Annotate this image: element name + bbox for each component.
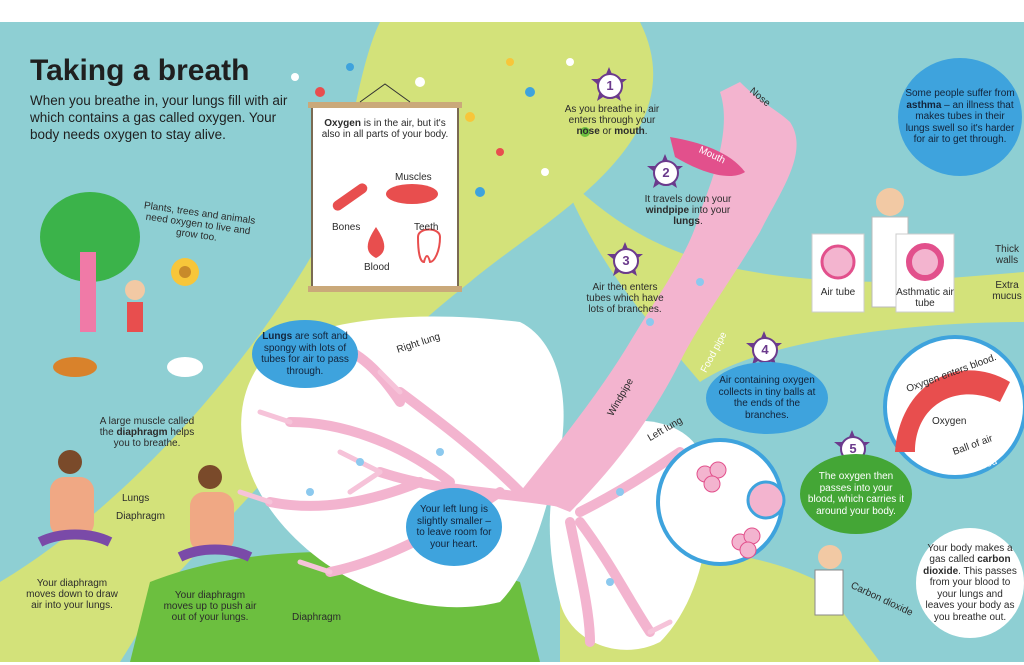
down-note: Your diaphragm moves down to draw air in… [26, 578, 118, 611]
intro-text: When you breathe in, your lungs fill wit… [30, 93, 288, 142]
up-note: Your diaphragm moves up to push air out … [163, 590, 257, 623]
blood-label: Blood [364, 262, 390, 273]
step-4-bubble: Air containing oxygen collects in tiny b… [706, 362, 828, 434]
step-4-number: 4 [752, 337, 778, 363]
dog-icon [53, 357, 97, 377]
page: Taking a breath When you breathe in, you… [0, 22, 1024, 662]
mouth-shape [670, 137, 745, 177]
windpipe-shape [520, 82, 797, 512]
muscle-icon [386, 184, 438, 204]
bone-icon [332, 183, 368, 211]
alveolus-detail [746, 480, 786, 520]
air-tube-label: Air tube [820, 287, 856, 298]
person-breathing-in-icon [37, 450, 113, 547]
thick-walls-label: Thick walls [995, 244, 1019, 266]
air-tube-icon [820, 244, 856, 280]
oxygen-label: Oxygen [932, 416, 967, 427]
extra-mucus-label: Extra mucus [992, 280, 1022, 302]
lungs-bubble: Lungs are soft and spongy with lots of t… [252, 320, 358, 388]
step-3-text: Air then enters tubes which have lots of… [586, 282, 664, 315]
goose-icon [167, 357, 203, 377]
diaphragm-label: Diaphragm [116, 511, 165, 522]
child-figure-icon [125, 280, 145, 332]
asthmatic-tube-icon [906, 243, 944, 281]
diaphragm-note: A large muscle called the diaphragm help… [99, 416, 195, 449]
step-3-number: 3 [613, 248, 639, 274]
step-2-text: It travels down your windpipe into your … [644, 194, 732, 227]
asthmatic-tube-label: Asthmatic air tube [896, 287, 954, 309]
bones-label: Bones [332, 222, 361, 233]
muscles-label: Muscles [395, 172, 432, 183]
alveoli-clusters [696, 461, 761, 559]
left-lung-bubble: Your left lung is slightly smaller – to … [406, 488, 502, 566]
step-1-text: As you breathe in, air enters through yo… [564, 104, 660, 137]
carbon-dioxide-bubble: Your body makes a gas called carbon diox… [916, 528, 1024, 638]
person-breathing-out-icon [177, 465, 253, 562]
asthma-bubble: Some people suffer from asthma – an illn… [898, 58, 1022, 176]
blood-drop-icon [367, 227, 385, 258]
teeth-label: Teeth [414, 222, 439, 233]
diaphragm-floor-label: Diaphragm [292, 612, 341, 623]
page-title: Taking a breath [30, 54, 250, 87]
girl-exhaling-icon [814, 545, 844, 616]
tree-trunk [80, 252, 96, 332]
tree-canopy [40, 192, 140, 282]
blood-vessel [895, 370, 1010, 452]
step-1-number: 1 [597, 73, 623, 99]
poster-text: Oxygen is in the air, but it's also in a… [321, 118, 449, 140]
lungs-label: Lungs [122, 493, 150, 504]
tooth-icon [416, 228, 442, 264]
step-5-bubble: The oxygen then passes into your blood, … [800, 454, 912, 534]
blood-magnifier [883, 335, 1024, 479]
step-2-number: 2 [653, 160, 679, 186]
